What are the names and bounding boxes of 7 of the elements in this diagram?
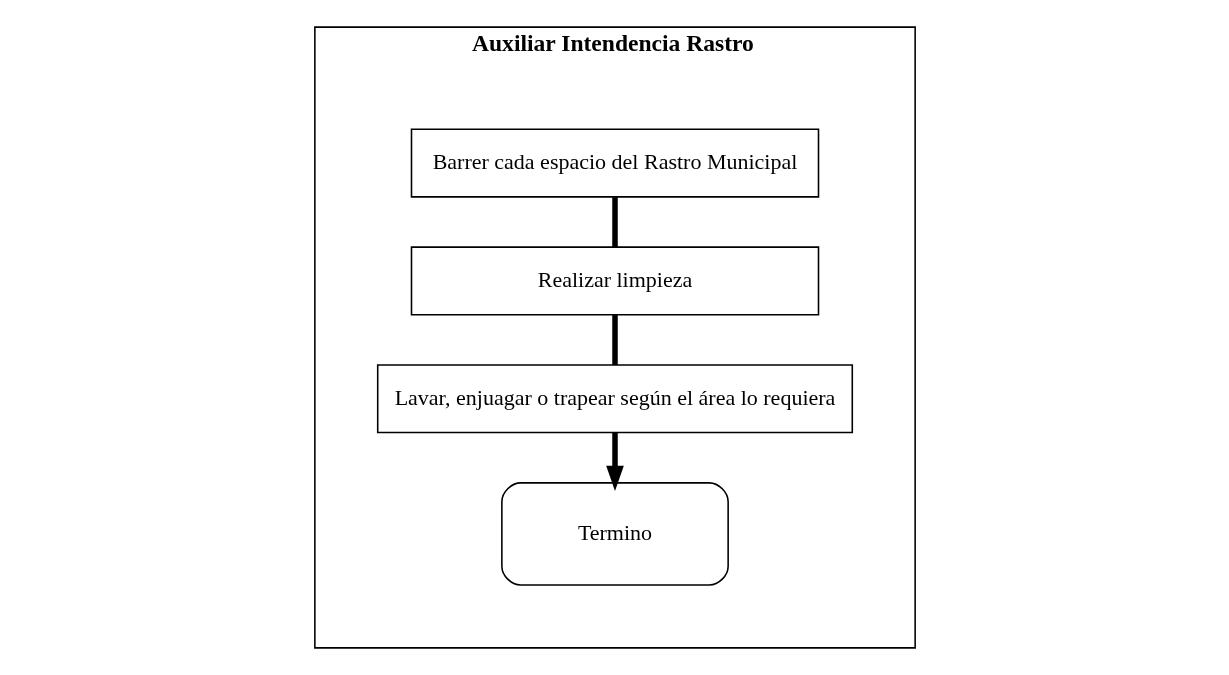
node-box: Termino — [500, 482, 729, 586]
connector — [611, 315, 618, 365]
arrow — [605, 433, 624, 491]
node-box: Realizar limpieza — [410, 246, 819, 316]
node-box: Lavar, enjuagar o trapear según el área lo requiera — [376, 364, 853, 434]
node-box: Barrer cada espacio del Rastro Municipal — [410, 128, 819, 198]
connector — [611, 197, 618, 248]
